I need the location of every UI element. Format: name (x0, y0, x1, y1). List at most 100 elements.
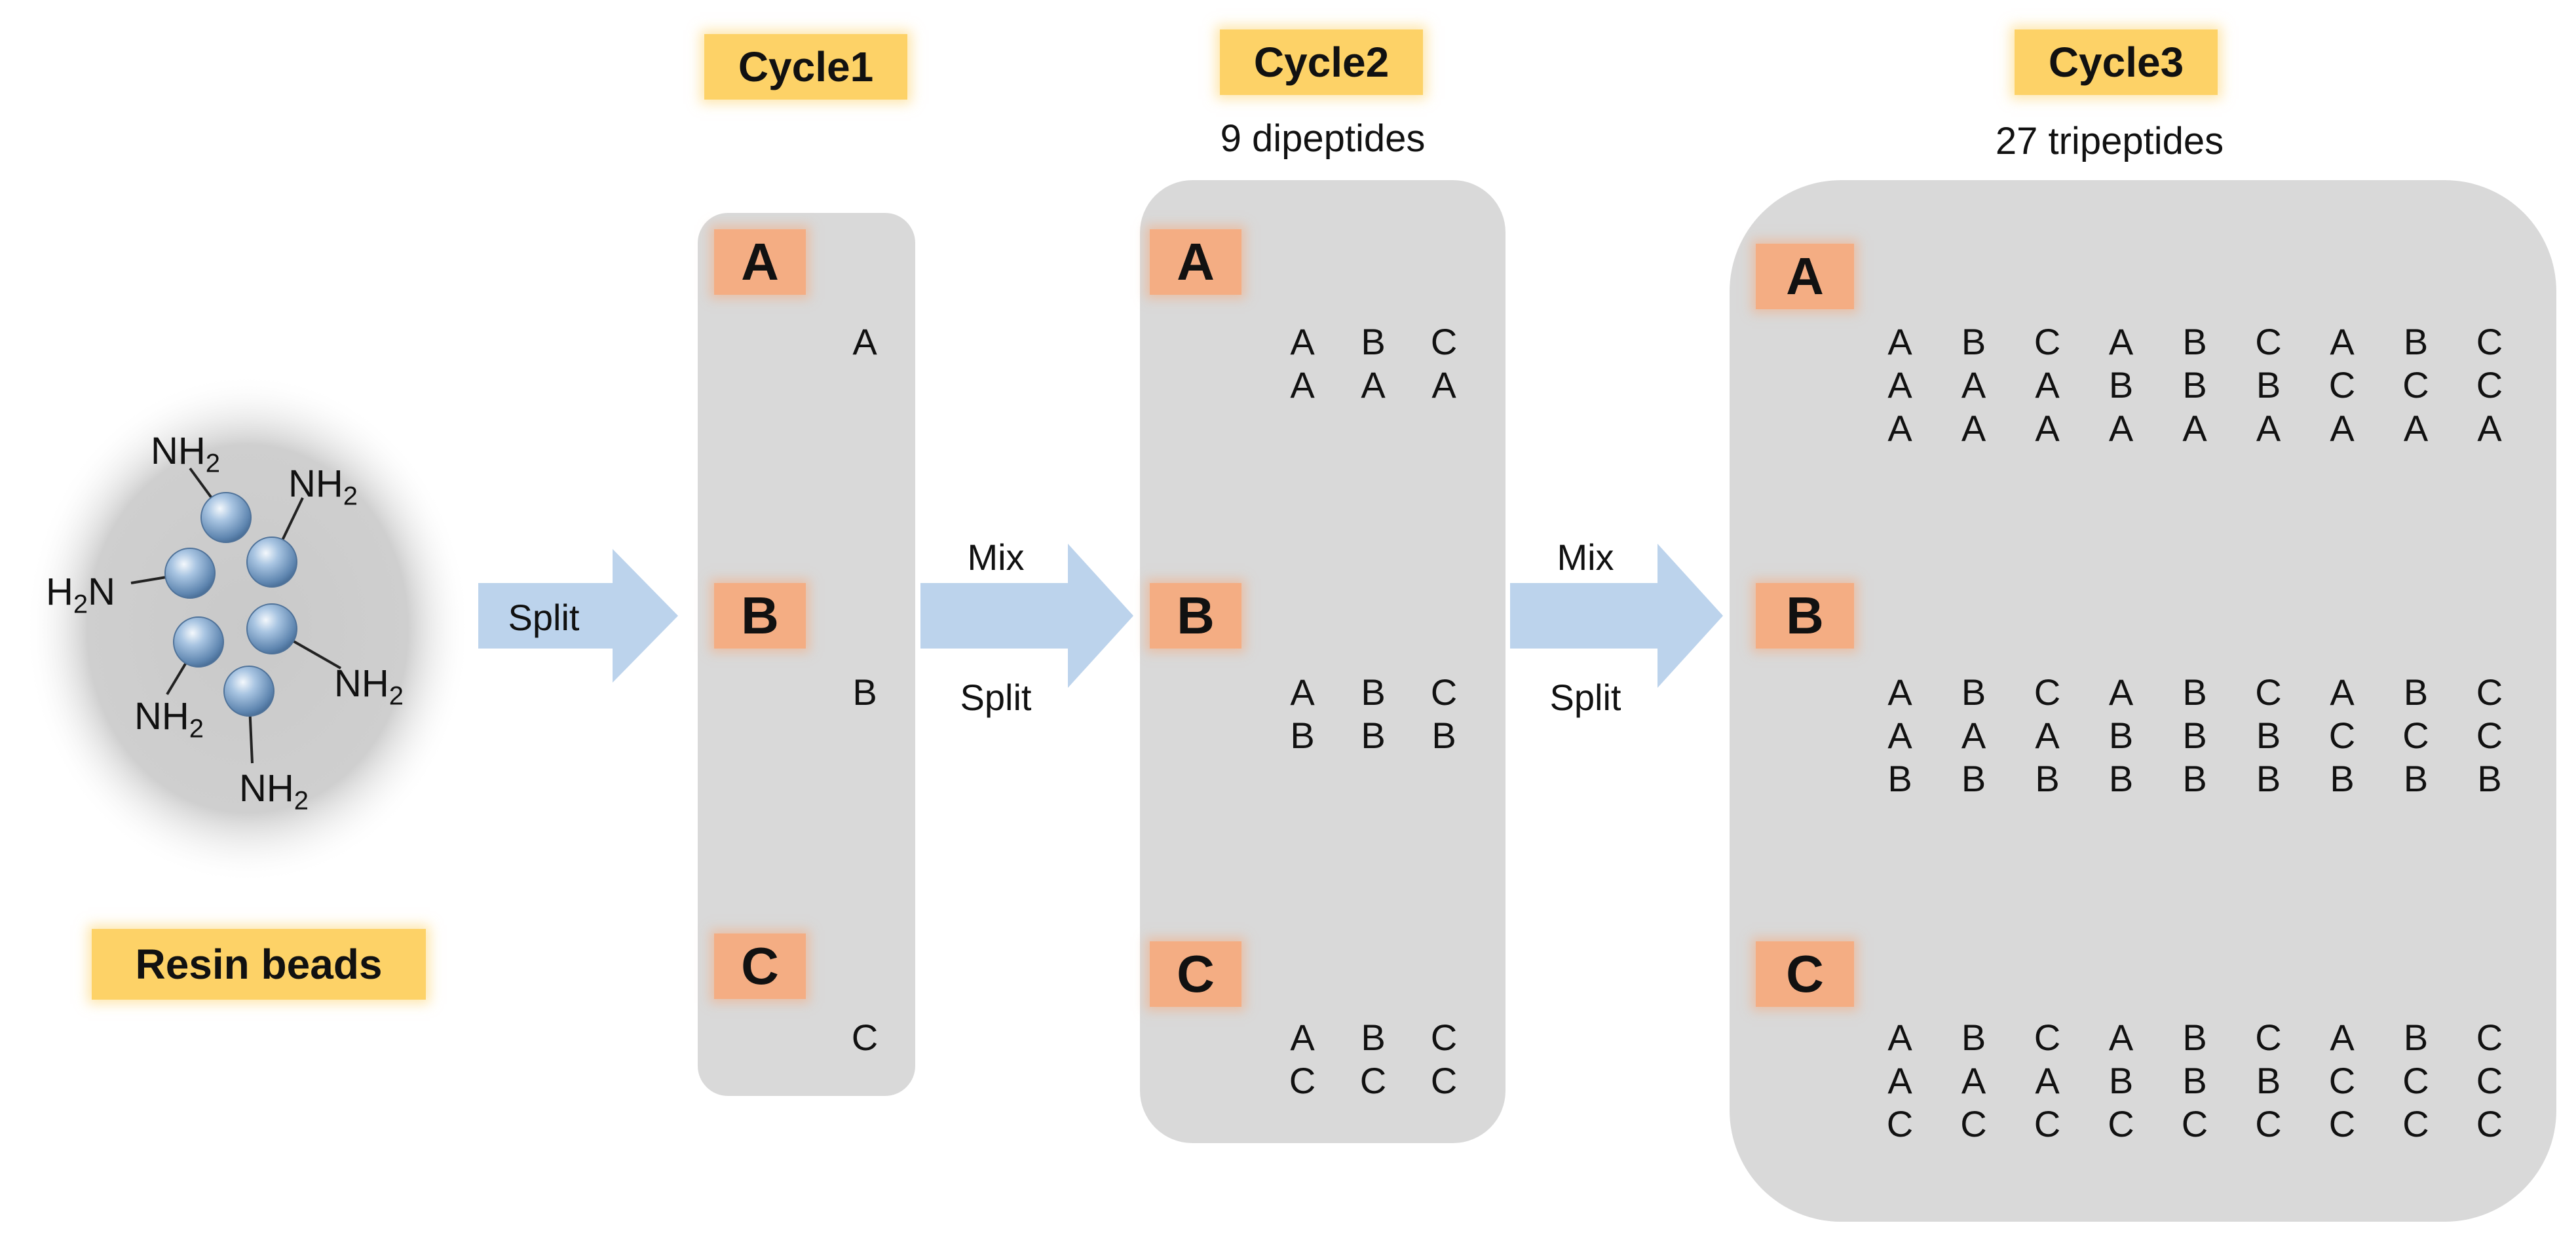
cycle3-row-c-residue: A (2108, 1017, 2134, 1058)
cycle2-row-b-residue: A (1290, 671, 1315, 713)
cycle2-row-b-residue: B (1290, 715, 1315, 756)
cycle3-row-a-residue: A (2256, 407, 2281, 449)
cycle3-subtitle: 27 tripeptides (1995, 120, 2224, 162)
cycle1-row-c-tag: C (714, 933, 806, 999)
cycle3-row-c-residue: C (2476, 1060, 2503, 1101)
cycle3-row-b-residue: B (2108, 758, 2134, 799)
cycle3-row-c-residue: C (2255, 1017, 2282, 1058)
cycle1-row-c-residue: C (851, 1017, 879, 1058)
resin-bead (223, 666, 275, 717)
cycle3-row-a-residue: A (2330, 407, 2355, 449)
cycle2-row-b-tag: B (1150, 583, 1241, 649)
cycle1-row-a-residue: A (852, 321, 877, 362)
cycle3-row-b-residue: C (2476, 671, 2503, 713)
cycle3-row-c-residue: C (2328, 1060, 2356, 1101)
cycle3-row-c-tag: C (1756, 941, 1854, 1007)
cycle3-row-b-residue: A (2035, 715, 2060, 756)
cycle2-row-c-residue: C (1430, 1017, 1458, 1058)
cycle3-row-b-residue: B (2403, 758, 2429, 799)
cycle3-row-c-residue: C (2034, 1017, 2061, 1058)
resin-bead (173, 616, 224, 668)
resin-title: Resin beads (92, 929, 426, 1000)
cycle3-panel (1730, 180, 2556, 1222)
mix-split-arrow-2 (1510, 544, 1723, 688)
resin-bead (200, 492, 252, 543)
cycle3-row-a-residue: A (2108, 407, 2134, 449)
cycle3-row-b-residue: B (2182, 715, 2207, 756)
split-label-2: Split (960, 677, 1032, 718)
resin-bead (164, 548, 216, 599)
cycle3-row-b-residue: B (1961, 758, 1986, 799)
cycle3-row-c-residue: A (1887, 1017, 1912, 1058)
cycle3-row-c-residue: C (2402, 1103, 2429, 1144)
cycle2-row-c-residue: A (1290, 1017, 1315, 1058)
cycle3-row-a-residue: B (2256, 364, 2281, 405)
cycle3-row-c-residue: B (2108, 1060, 2134, 1101)
cycle3-row-a-tag: A (1756, 244, 1854, 309)
cycle1-row-a-tag: A (714, 229, 806, 295)
cycle3-row-b-residue: B (1887, 758, 1912, 799)
cycle2-row-c-residue: C (1289, 1060, 1316, 1101)
cycle3-row-c-residue: A (1961, 1060, 1986, 1101)
cycle3-row-b-residue: B (2403, 671, 2429, 713)
cycle3-row-b-residue: C (2255, 671, 2282, 713)
resin-amine-label: NH2 (134, 695, 204, 744)
cycle3-row-a-residue: C (2255, 321, 2282, 362)
cycle3-row-b-tag: B (1756, 583, 1854, 649)
cycle3-row-a-residue: B (2108, 364, 2134, 405)
cycle3-row-c-residue: C (2402, 1060, 2429, 1101)
cycle3-row-a-residue: A (1961, 364, 1986, 405)
resin-bead (246, 603, 297, 654)
cycle3-row-c-residue: C (2476, 1103, 2503, 1144)
cycle3-row-a-residue: A (1887, 321, 1912, 362)
cycle3-row-b-residue: A (2108, 671, 2134, 713)
cycle2-row-b-residue: B (1431, 715, 1456, 756)
cycle2-row-c-tag: C (1150, 941, 1241, 1007)
cycle3-row-c-residue: A (1887, 1060, 1912, 1101)
cycle3-row-b-residue: B (2256, 715, 2281, 756)
cycle2-row-a-residue: C (1430, 321, 1458, 362)
cycle3-row-c-residue: B (2403, 1017, 2429, 1058)
cycle3-row-b-residue: B (2108, 715, 2134, 756)
cycle3-row-b-residue: A (1887, 671, 1912, 713)
resin-amine-label: NH2 (151, 430, 221, 478)
cycle2-row-a-residue: B (1361, 321, 1386, 362)
cycle3-row-a-residue: C (2328, 364, 2356, 405)
cycle3-row-b-residue: B (2330, 758, 2355, 799)
cycle3-row-b-residue: B (1961, 671, 1986, 713)
cycle3-row-c-residue: C (1886, 1103, 1914, 1144)
cycle3-row-a-residue: B (2182, 364, 2207, 405)
cycle2-subtitle: 9 dipeptides (1220, 117, 1426, 160)
cycle3-row-c-residue: C (2476, 1017, 2503, 1058)
cycle3-row-a-residue: A (2403, 407, 2429, 449)
split-arrow (478, 549, 678, 683)
cycle2-row-a-residue: A (1431, 364, 1456, 405)
cycle3-row-c-residue: B (2182, 1017, 2207, 1058)
cycle3-row-c-residue: C (2181, 1103, 2208, 1144)
resin-amine-label: H2N (46, 571, 116, 619)
cycle3-row-a-residue: A (1961, 407, 1986, 449)
cycle3-row-b-residue: C (2034, 671, 2061, 713)
cycle2-row-b-residue: B (1361, 671, 1386, 713)
cycle2-title: Cycle2 (1220, 29, 1423, 95)
cycle2-row-b-residue: C (1430, 671, 1458, 713)
cycle3-row-c-residue: B (2182, 1060, 2207, 1101)
cycle3-row-a-residue: A (2108, 321, 2134, 362)
cycle3-row-c-residue: B (1961, 1017, 1986, 1058)
cycle3-row-a-residue: A (2330, 321, 2355, 362)
cycle2-row-c-residue: C (1430, 1060, 1458, 1101)
cycle1-row-b-residue: B (852, 671, 877, 713)
cycle3-row-a-residue: B (2403, 321, 2429, 362)
cycle3-row-a-residue: A (1887, 407, 1912, 449)
cycle3-row-c-residue: A (2035, 1060, 2060, 1101)
cycle2-row-c-residue: C (1359, 1060, 1387, 1101)
cycle3-row-c-residue: C (2255, 1103, 2282, 1144)
cycle3-row-b-residue: C (2328, 715, 2356, 756)
split-label-3: Split (1549, 677, 1621, 718)
cycle3-row-a-residue: A (2182, 407, 2207, 449)
cycle3-row-a-residue: A (1887, 364, 1912, 405)
cycle3-row-c-residue: C (1960, 1103, 1987, 1144)
mix-split-arrow-1 (920, 544, 1133, 688)
split-label: Split (508, 597, 580, 638)
cycle3-row-a-residue: A (2477, 407, 2502, 449)
